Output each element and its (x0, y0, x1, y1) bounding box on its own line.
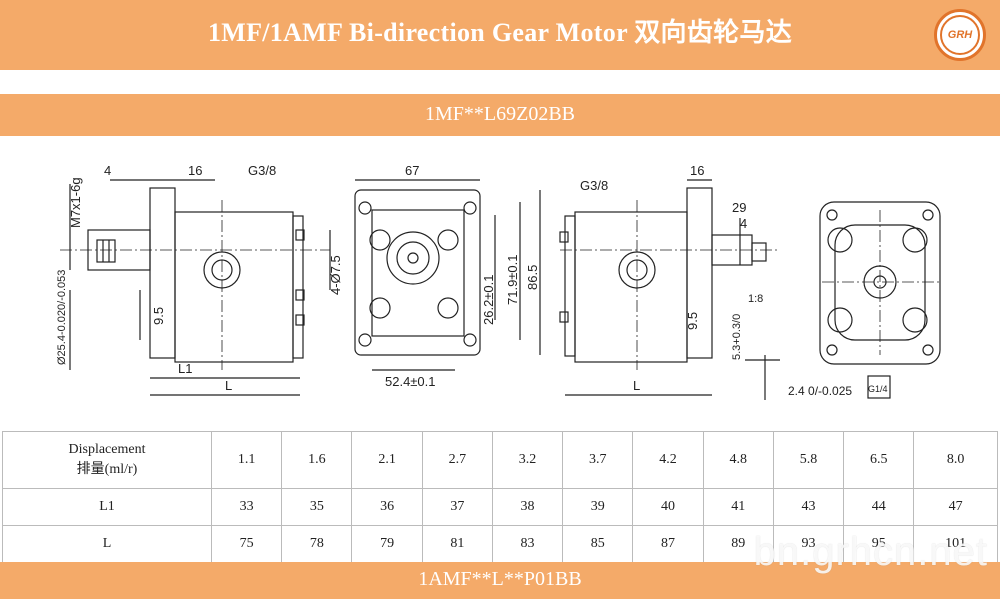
table-cell: 4.2 (632, 431, 704, 489)
company-logo: GRH (934, 9, 986, 61)
table-cell: 43 (772, 488, 845, 526)
table-cell: 78 (281, 525, 353, 563)
table-cell: 85 (562, 525, 634, 563)
table-cell: 1.6 (281, 431, 353, 489)
dim-label: 52.4±0.1 (385, 374, 436, 389)
table-cell: 6.5 (843, 431, 915, 489)
model-code-top: 1MF**L69Z02BB (0, 94, 1000, 136)
table-cell: 41 (702, 488, 774, 526)
table-cell: 39 (562, 488, 634, 526)
table-cell: 40 (632, 488, 704, 526)
table-cell: 36 (351, 488, 423, 526)
table-cell: 101 (913, 525, 998, 563)
table-cell: 2.1 (351, 431, 423, 489)
dim-label: 4-Ø7.5 (328, 255, 343, 295)
rear-view-drawing (819, 201, 941, 399)
dim-label: 2.4 0/-0.025 (788, 384, 852, 398)
model-code-bottom: 1AMF**L**P01BB (0, 562, 1000, 599)
dim-label: 16 (690, 163, 704, 178)
dim-label: 9.5 (685, 312, 700, 330)
dim-label: G3/8 (580, 178, 608, 193)
row-label: L1 (2, 488, 212, 526)
table-row: L 75 78 79 81 83 85 87 89 93 95 101 (2, 525, 998, 563)
dim-label: Ø25.4-0.020/-0.053 (56, 270, 68, 365)
side-view-drawing (60, 179, 330, 396)
dim-label: 29 (732, 200, 746, 215)
displacement-table: Displacement 排量(ml/r) 1.1 1.6 2.1 2.7 3.… (2, 431, 998, 563)
table-cell: 3.2 (491, 431, 564, 489)
table-cell: 37 (421, 488, 493, 526)
dim-label: G3/8 (248, 163, 276, 178)
table-cell: 5.8 (772, 431, 845, 489)
dim-label: L (225, 378, 232, 393)
table-cell: 89 (702, 525, 774, 563)
table-cell: 8.0 (913, 431, 998, 489)
dim-label: M7x1-6g (68, 177, 83, 228)
title-bar: 1MF/1AMF Bi-direction Gear Motor 双向齿轮马达 … (0, 0, 1000, 70)
table-cell: 47 (913, 488, 998, 526)
table-cell: 87 (632, 525, 704, 563)
dim-label: 9.5 (151, 307, 166, 325)
table-cell: 81 (421, 525, 493, 563)
dim-label: 71.9±0.1 (505, 254, 520, 305)
dim-label: 5.3+0.3/0 (731, 314, 743, 360)
dim-label: L1 (178, 361, 192, 376)
table-cell: 4.8 (702, 431, 774, 489)
table-cell: 38 (491, 488, 564, 526)
rear-side-view-drawing (559, 179, 780, 400)
dim-label: 67 (405, 163, 419, 178)
table-cell: 35 (281, 488, 353, 526)
row-label: L (2, 525, 212, 563)
technical-drawings: 4 16 G3/8 M7x1-6g 9.5 Ø25.4-0.020/-0.053… (56, 163, 941, 400)
table-cell: 75 (210, 525, 283, 563)
dim-label: L (633, 378, 640, 393)
dim-label: 16 (188, 163, 202, 178)
table-row: Displacement 排量(ml/r) 1.1 1.6 2.1 2.7 3.… (2, 431, 998, 489)
dim-label: 86.5 (525, 265, 540, 290)
logo-text: GRH (940, 15, 980, 55)
watermark-text: bn.grhcn.net (753, 530, 988, 574)
table-cell: 1.1 (210, 431, 283, 489)
dim-label: G1/4 (868, 384, 888, 394)
displacement-header: Displacement 排量(ml/r) (2, 431, 212, 489)
page-title: 1MF/1AMF Bi-direction Gear Motor 双向齿轮马达 (207, 18, 793, 47)
header-label-en: Displacement (68, 442, 146, 457)
front-view-drawing (329, 179, 541, 371)
table-cell: 33 (210, 488, 283, 526)
dim-label: 4 (104, 163, 111, 178)
dim-label: 26.2±0.1 (481, 274, 496, 325)
table-cell: 83 (491, 525, 564, 563)
header-label-cn: 排量(ml/r) (76, 462, 138, 477)
table-cell: 44 (843, 488, 915, 526)
dim-label: 1:8 (748, 293, 763, 305)
table-cell: 79 (351, 525, 423, 563)
dim-label: 4 (740, 216, 747, 231)
table-cell: 3.7 (562, 431, 634, 489)
table-cell: 2.7 (421, 431, 493, 489)
table-row: L1 33 35 36 37 38 39 40 41 43 44 47 (2, 488, 998, 526)
